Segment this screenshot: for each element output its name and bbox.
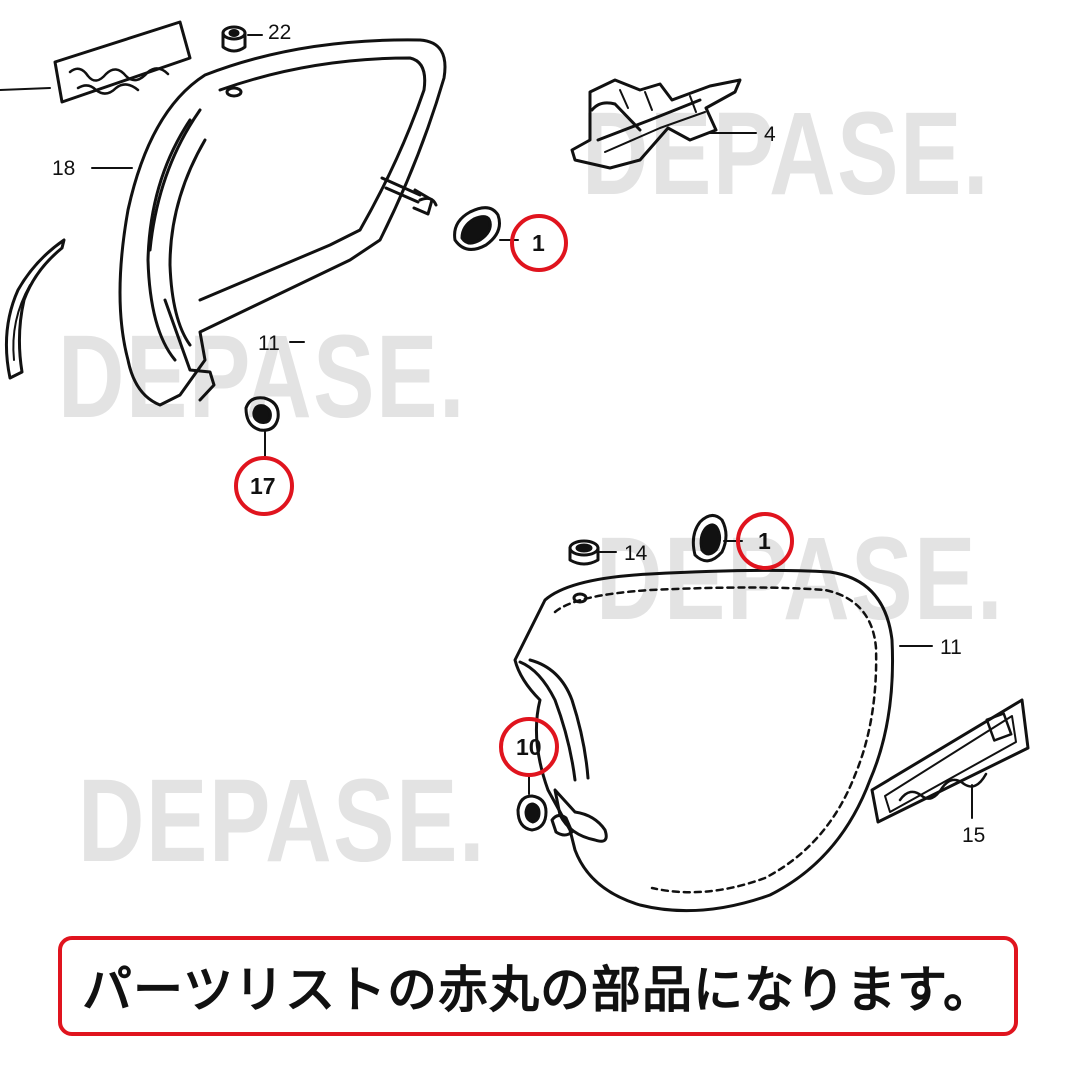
- grommet-1b-shape: [691, 514, 743, 563]
- grommet-1a-shape: [453, 206, 519, 251]
- grommet-14-shape: [568, 539, 617, 566]
- highlight-circles: [234, 214, 794, 777]
- callout-15: 15: [962, 824, 986, 847]
- highlight-circle-1b: [736, 512, 794, 570]
- watermark-top-right: DEPASE.: [582, 88, 991, 220]
- highlight-circle-1a: [510, 214, 568, 272]
- callout-11a: 11: [258, 332, 280, 355]
- callout-4: 4: [764, 123, 776, 146]
- callout-10: 10: [516, 734, 542, 760]
- grommet-22-shape: [221, 25, 263, 53]
- emblem-top-left: [0, 20, 192, 104]
- callout-11b: 11: [940, 636, 962, 659]
- callout-1a: 1: [532, 230, 545, 256]
- strap-part-4: [570, 78, 757, 170]
- emblem-part-15: [870, 698, 1030, 824]
- trim-strip-left: [4, 238, 66, 380]
- callout-17: 17: [250, 473, 276, 499]
- callout-14: 14: [624, 542, 648, 565]
- notice-banner-text: パーツリストの赤丸の部品になります。: [82, 961, 994, 1019]
- grommet-17-shape: [244, 396, 280, 459]
- callout-1b: 1: [758, 528, 771, 554]
- callout-22: 22: [268, 21, 292, 44]
- watermark-mid-right: DEPASE.: [596, 513, 1005, 645]
- watermark-bottom-left: DEPASE.: [78, 755, 487, 887]
- callout-18: 18: [52, 157, 76, 180]
- grommet-10-shape: [516, 773, 548, 832]
- side-cover-right: [513, 568, 933, 913]
- highlight-circle-17: [234, 456, 294, 516]
- highlight-circle-10: [499, 717, 559, 777]
- side-cover-left: [91, 38, 447, 407]
- notice-banner: パーツリストの赤丸の部品になります。: [58, 936, 1018, 1036]
